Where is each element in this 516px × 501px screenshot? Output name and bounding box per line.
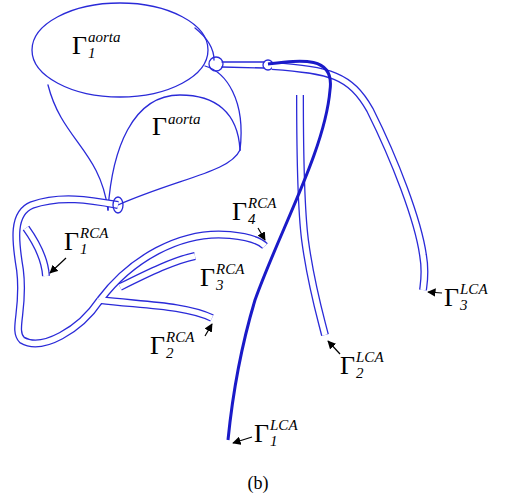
aorta-wall: [48, 85, 108, 210]
index-stack: aorta: [168, 112, 201, 143]
aorta-root: [118, 150, 240, 205]
superscript: RCA: [248, 196, 276, 212]
superscript: aorta: [88, 30, 121, 46]
boundary-label: Γ1LCA: [254, 418, 298, 450]
symbol: Γ: [340, 351, 355, 380]
superscript: aorta: [168, 112, 201, 128]
symbol: Γ: [254, 419, 269, 448]
boundary-label: Γ1RCA: [64, 226, 108, 258]
index-stack: 1RCA: [80, 226, 108, 258]
subscript: 2: [166, 346, 194, 362]
subscript: 1: [80, 242, 108, 258]
figure-caption: (b): [248, 473, 269, 494]
subscript: 1: [270, 434, 298, 450]
boundary-label: Γ4RCA: [232, 196, 276, 228]
symbol: Γ: [72, 31, 87, 60]
lca-origin: [222, 62, 264, 68]
superscript: RCA: [216, 262, 244, 278]
subscript: 3: [216, 278, 244, 294]
index-stack: 4RCA: [248, 196, 276, 228]
superscript: RCA: [166, 330, 194, 346]
boundary-label: Γaorta: [152, 112, 201, 143]
symbol: Γ: [232, 197, 247, 226]
subscript: 1: [88, 46, 121, 62]
superscript: RCA: [80, 226, 108, 242]
symbol: Γ: [200, 263, 215, 292]
index-stack: 3LCA: [460, 282, 488, 314]
boundary-label: Γ2RCA: [150, 330, 194, 362]
aorta-wall: [195, 28, 214, 60]
superscript: LCA: [356, 350, 384, 366]
subscript: 4: [248, 212, 276, 228]
symbol: Γ: [152, 112, 167, 141]
index-stack: 2LCA: [356, 350, 384, 382]
boundary-label: Γ1aorta: [72, 30, 121, 62]
symbol: Γ: [444, 283, 459, 312]
index-stack: 1aorta: [88, 30, 121, 62]
subscript: [168, 128, 201, 143]
index-stack: 3RCA: [216, 262, 244, 294]
pointer-arrows: [50, 228, 442, 443]
index-stack: 2RCA: [166, 330, 194, 362]
boundary-label: Γ2LCA: [340, 350, 384, 382]
subscript: 2: [356, 366, 384, 382]
symbol: Γ: [64, 227, 79, 256]
ostium: [113, 197, 123, 213]
subscript: 3: [460, 298, 488, 314]
aorta-inlet: [32, 3, 208, 97]
symbol: Γ: [150, 331, 165, 360]
superscript: LCA: [270, 418, 298, 434]
lca-main-branch: [228, 61, 330, 440]
superscript: LCA: [460, 282, 488, 298]
aorta-root: [108, 95, 240, 210]
index-stack: 1LCA: [270, 418, 298, 450]
ostium: [209, 57, 223, 71]
boundary-label: Γ3LCA: [444, 282, 488, 314]
boundary-label: Γ3RCA: [200, 262, 244, 294]
